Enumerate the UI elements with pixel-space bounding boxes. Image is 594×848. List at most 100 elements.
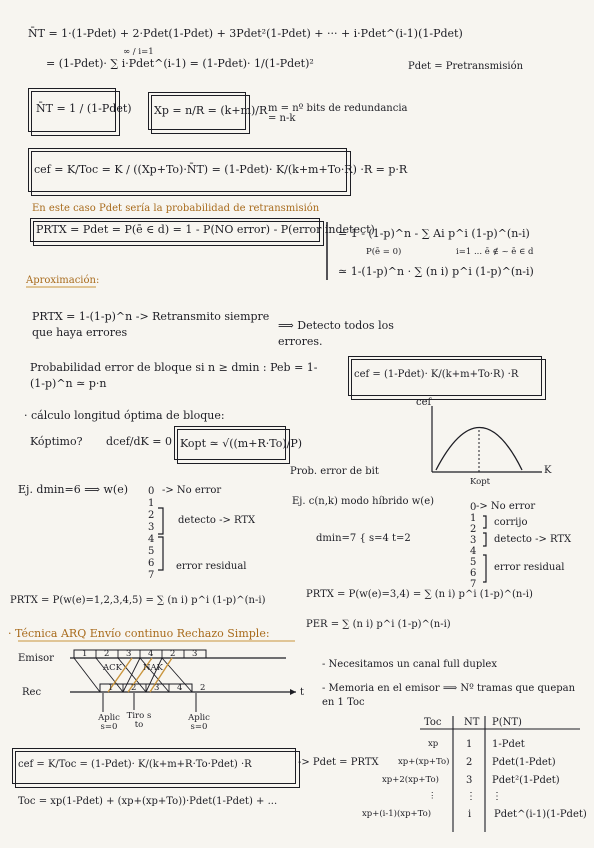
ej1-weight: 0	[148, 486, 155, 497]
nt-box-text: N̄T = 1 / (1-Pdet)	[36, 102, 132, 115]
ej1-bracket-detect	[158, 507, 164, 535]
prtx-expansion-1-sub: P(ē = 0)	[366, 247, 402, 257]
ej2-no-error: -> No error	[476, 501, 536, 512]
table-cell: 1	[466, 739, 473, 750]
aprox-heading: Aproximación:	[26, 275, 100, 286]
table-cell: xp+(i-1)(xp+To)	[362, 809, 432, 819]
frame-label-top: 3	[126, 649, 132, 659]
table-cell: Pdet^(i-1)(1-Pdet)	[494, 809, 587, 820]
table-header: P(NT)	[492, 717, 522, 728]
ack-label: ACK	[103, 663, 122, 673]
ej1-weight: 7	[148, 570, 155, 581]
bullet-memoria: - Memoria en el emisor ⟹ Nº tramas que q…	[322, 683, 576, 708]
ej2-residual: error residual	[494, 562, 565, 573]
ej2-bracket-residual	[483, 554, 487, 583]
frame-label-bottom: 2	[200, 683, 206, 693]
pdet-def: Pdet = Pretransmisión	[408, 61, 524, 72]
table-cell: 1-Pdet	[492, 739, 525, 750]
cef2-box	[348, 356, 546, 400]
ej1-weight: 2	[148, 510, 155, 521]
prtx-expansion-1: = 1 - (1-p)^n - ∑ Ai p^i (1-p)^(n-i)	[338, 227, 530, 240]
table-header: NT	[464, 717, 480, 728]
ej2-weight: 6	[470, 568, 477, 579]
ej2-weight: 3	[470, 535, 477, 546]
frame-label-bottom: 3	[154, 683, 160, 693]
proc-label-2: Tiro s to	[126, 711, 152, 730]
proc-label-3: Aplic s=0	[188, 713, 210, 732]
table-cell: ⋮	[428, 791, 437, 801]
per-formula: PER = ∑ (n i) p^i (1-p)^(n-i)	[306, 619, 451, 630]
nt-expansion: N̄T = 1·(1-Pdet) + 2·Pdet(1-Pdet) + 3Pde…	[28, 27, 463, 40]
frame-label-top: 3	[192, 649, 198, 659]
frame-label-top: 1	[82, 649, 88, 659]
table-cell: 2	[466, 757, 473, 768]
calc-line: · cálculo longitud óptima de bloque:	[24, 409, 225, 422]
toc-line: Toc = xp(1-Pdet) + (xp+(xp+To))·Pdet(1-P…	[18, 796, 278, 807]
transmission-lines	[73, 657, 193, 693]
ej2-weight: 7	[470, 579, 477, 590]
frame-label-top: 2	[170, 649, 176, 659]
graph-xlabel: K	[544, 465, 552, 476]
ej1-weight: 5	[148, 546, 155, 557]
table-cell: Pdet²(1-Pdet)	[492, 775, 560, 786]
graph-ylabel: cef	[416, 397, 432, 408]
highlight-marks	[107, 657, 173, 693]
rec-label: Rec	[22, 687, 42, 698]
prtx-expansion-1-cond: i=1 ... ē ∉ ~ ē ∈ d	[456, 247, 534, 257]
xp-box-text: Xp = n/R = (k+m)/R	[154, 104, 268, 117]
table-cell: 3	[466, 775, 473, 786]
ej2-weight: 1	[470, 513, 477, 524]
table-cell: ⋮	[492, 791, 502, 802]
cef2-text: cef = (1-Pdet)· K/(k+m+To·R) ·R	[354, 369, 519, 380]
ej1-weight: 6	[148, 558, 155, 569]
aprox-line: PRTX = 1-(1-p)^n -> Retransmito siempre …	[32, 310, 270, 339]
cef3-note: -> Pdet = PRTX	[298, 757, 379, 768]
ej1-no-error: -> No error	[162, 485, 222, 496]
ej1-detect: detecto -> RTX	[178, 515, 256, 526]
ej2-detect: detecto -> RTX	[494, 534, 572, 545]
prtx-box-text: PRTX = Pdet = P(ē ∈ d) = 1 - P(NO error)…	[36, 223, 375, 236]
table-cell: xp	[428, 739, 439, 749]
kopt-box	[174, 426, 290, 464]
table-header: Toc	[424, 717, 442, 728]
frame-label-bottom: 4	[177, 683, 183, 693]
table-cell: xp+2(xp+To)	[382, 775, 439, 785]
cef1-text: cef = K/Toc = K / ((Xp+To)·N̄T) = (1-Pde…	[34, 163, 408, 176]
bullet-full-duplex: - Necesitamos un canal full duplex	[322, 659, 497, 670]
prtx-expansion-2: ≃ 1-(1-p)^n · ∑ (n i) p^i (1-p)^(n-i)	[338, 265, 534, 278]
prtx-formula-2: PRTX = P(w(e)=3,4) = ∑ (n i) p^i (1-p)^(…	[306, 589, 533, 600]
ej2-weight: 5	[470, 557, 477, 568]
derivative: dcef/dK = 0	[106, 435, 172, 448]
frame-label-bottom: 2	[131, 683, 137, 693]
emisor-label: Emisor	[18, 653, 54, 664]
ej2-weight: 2	[470, 524, 477, 535]
ej2-weight: 4	[470, 546, 477, 557]
nt-box	[28, 88, 120, 136]
ej2-title: Ej. c(n,k) modo híbrido w(e)	[292, 496, 435, 507]
prtx-formula-1: PRTX = P(w(e)=1,2,3,4,5) = ∑ (n i) p^i (…	[10, 595, 266, 606]
ej1-weight: 3	[148, 522, 155, 533]
highlight-note: En este caso Pdet sería la probabilidad …	[32, 203, 320, 214]
prob-bit: Prob. error de bit	[290, 466, 379, 477]
proc-label-1: Aplic s=0	[98, 713, 120, 732]
aprox-arrow: ⟹ Detecto todos los errores.	[278, 319, 394, 348]
ej1-weight: 1	[148, 498, 155, 509]
ej2-weight: 0	[470, 502, 477, 513]
cef1-box	[28, 148, 351, 196]
peb-line: Probabilidad error de bloque si n ≥ dmin…	[30, 361, 318, 390]
ej1-residual: error residual	[176, 561, 247, 572]
proc-arrows	[102, 693, 197, 712]
prtx-box	[30, 218, 324, 246]
table-cell: xp+(xp+To)	[398, 757, 450, 767]
m-def: m = nº bits de redundancia = n-k	[268, 103, 408, 124]
frame-label-bottom: 1	[108, 683, 114, 693]
ej2-bracket-detect	[483, 532, 487, 547]
ej1-bracket-residual	[158, 536, 164, 571]
cef3-box	[12, 748, 300, 788]
graph-curve	[435, 427, 523, 471]
kopt-text: Kopt ≃ √((m+R·To)/P)	[180, 437, 303, 450]
ej2-corrijo: corrijo	[494, 517, 528, 528]
ej2-dmin: dmin=7 { s=4 t=2	[316, 533, 411, 544]
